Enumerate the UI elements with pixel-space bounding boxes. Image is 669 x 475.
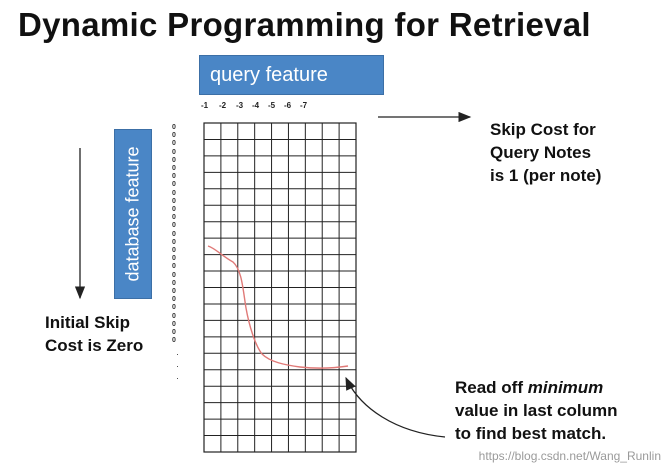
query-feature-label: query feature [210,64,328,86]
column-label: -4 [252,101,260,110]
read-off-note: Read off minimum value in last column to… [455,376,618,445]
alignment-path [207,245,349,369]
note-line: Read off minimum [455,376,618,399]
column-label: -1 [201,101,209,110]
row-label: 0 [172,329,176,336]
row-label: 0 [172,165,176,172]
row-label: 0 [172,173,176,181]
row-label: 0 [172,132,176,140]
note-text: Read off [455,378,528,397]
row-label: 0 [172,222,176,230]
row-label: 0 [172,230,176,238]
watermark: https://blog.csdn.net/Wang_Runlin [478,449,661,463]
row-label: 0 [172,181,176,189]
column-label: -7 [300,101,308,110]
row-label: 0 [172,255,176,263]
ellipsis-dot: · [176,349,179,359]
row-label: 0 [172,304,176,312]
note-line: Initial Skip [45,313,131,332]
row-label: 0 [172,263,176,271]
row-label: 0 [172,214,176,222]
row-label: 0 [172,320,176,328]
row-label: 0 [172,206,176,213]
row-label: 0 [172,312,176,320]
row-label: 0 [172,288,176,295]
query-feature-box: query feature [199,55,384,95]
note-line: Skip Cost for [490,120,596,139]
column-label: -6 [284,101,292,110]
skip-cost-query-note: Skip Cost for Query Notes is 1 (per note… [490,118,601,187]
row-label: 0 [172,238,176,246]
note-line: Query Notes [490,143,592,162]
ellipsis-dot: · [176,361,179,371]
row-label: 0 [172,156,176,164]
row-label: 0 [172,148,176,156]
note-line: Cost is Zero [45,336,144,355]
dp-grid [203,122,357,453]
note-line: to find best match. [455,424,607,443]
note-line: value in last column [455,401,618,420]
column-label: -5 [268,101,276,110]
query-column-labels: -1 -2 -3 -4 -5 -6 -7 [199,101,329,115]
row-label: 0 [172,279,176,287]
row-label: 0 [172,271,176,279]
column-label: -3 [236,101,244,110]
slide-title: Dynamic Programming for Retrieval [18,6,591,43]
column-label: -2 [219,101,227,110]
ellipsis-dot: · [176,373,179,383]
row-label: 0 [172,189,176,197]
initial-skip-note: Initial Skip Cost is Zero [45,311,143,357]
row-label: 0 [172,247,176,254]
row-label: 0 [172,124,176,131]
row-label: 0 [172,337,176,345]
database-feature-box: database feature [114,129,152,299]
note-emphasis: minimum [527,378,604,397]
read-off-arrow [345,376,446,438]
row-label: 0 [172,296,176,304]
row-label: 0 [172,197,176,205]
row-label: 0 [172,140,176,148]
note-line: is 1 (per note) [490,166,602,185]
